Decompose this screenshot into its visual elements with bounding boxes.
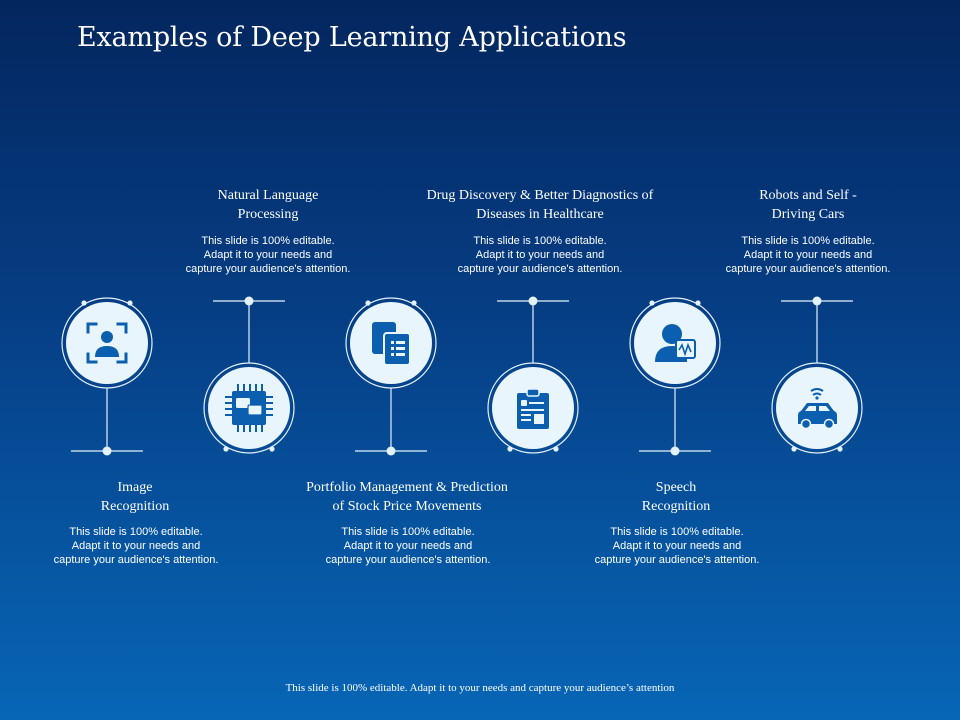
drug-discovery-description: This slide is 100% editable. Adapt it to…	[440, 234, 640, 276]
documents-icon	[372, 322, 411, 366]
drug-discovery-heading-line1: Drug Discovery & Better Diagnostics of	[426, 188, 654, 203]
face-scan-icon	[86, 322, 128, 364]
image-recognition-heading-line1: Image	[117, 480, 153, 495]
nlp-description: This slide is 100% editable. Adapt it to…	[168, 234, 368, 276]
clipboard-icon	[517, 388, 549, 429]
connector-image-recognition	[71, 388, 143, 452]
smart-car-icon	[798, 388, 837, 430]
connector-dots	[102, 296, 822, 456]
speech-heading-line1: Speech	[655, 480, 697, 495]
image-recognition-description-line2: Adapt it to your needs and	[71, 540, 201, 552]
portfolio-heading-line2: of Stock Price Movements	[332, 499, 482, 514]
robots-heading-line2: Driving Cars	[771, 207, 845, 222]
robots-description-line3: capture your audience's attention.	[725, 263, 891, 275]
speech-description-line1: This slide is 100% editable.	[610, 526, 744, 538]
circle-nlp	[203, 362, 295, 454]
drug-discovery-description-line2: Adapt it to your needs and	[475, 249, 605, 261]
image-recognition-heading-line2: Recognition	[100, 499, 170, 514]
portfolio-description: This slide is 100% editable. Adapt it to…	[308, 525, 508, 567]
image-recognition-heading: Image Recognition	[35, 478, 235, 516]
connector-portfolio	[355, 388, 427, 452]
speech-description-line3: capture your audience's attention.	[594, 554, 760, 566]
drug-discovery-description-line3: capture your audience's attention.	[457, 263, 623, 275]
portfolio-description-line2: Adapt it to your needs and	[343, 540, 473, 552]
connector-nlp	[213, 300, 285, 363]
slide-title: Examples of Deep Learning Applications	[77, 22, 627, 53]
nlp-heading: Natural Language Processing	[168, 186, 368, 224]
drug-discovery-heading-line2: Diseases in Healthcare	[476, 207, 604, 222]
robots-heading-line1: Robots and Self -	[759, 188, 857, 203]
image-recognition-description-line1: This slide is 100% editable.	[69, 526, 203, 538]
speech-heading-line2: Recognition	[641, 499, 711, 514]
connector-robots	[781, 300, 853, 363]
robots-description-line2: Adapt it to your needs and	[743, 249, 873, 261]
connector-drug-discovery	[497, 300, 569, 363]
image-recognition-description: This slide is 100% editable. Adapt it to…	[36, 525, 236, 567]
nlp-heading-line2: Processing	[237, 207, 299, 222]
connector-speech	[639, 388, 711, 452]
speech-description-line2: Adapt it to your needs and	[612, 540, 742, 552]
circle-speech	[629, 297, 721, 389]
image-recognition-description-line3: capture your audience's attention.	[53, 554, 219, 566]
slide-footer: This slide is 100% editable. Adapt it to…	[285, 682, 675, 694]
portfolio-heading-line1: Portfolio Management & Prediction	[306, 480, 508, 495]
portfolio-description-line3: capture your audience's attention.	[325, 554, 491, 566]
circle-image-recognition	[61, 297, 153, 389]
nlp-description-line3: capture your audience's attention.	[185, 263, 351, 275]
portfolio-description-line1: This slide is 100% editable.	[341, 526, 475, 538]
robots-heading: Robots and Self - Driving Cars	[708, 186, 908, 224]
circle-portfolio	[345, 297, 437, 389]
chip-chat-icon	[225, 384, 273, 432]
speech-description: This slide is 100% editable. Adapt it to…	[577, 525, 777, 567]
circle-robots	[771, 362, 863, 454]
speech-person-icon	[655, 324, 696, 362]
speech-heading: Speech Recognition	[576, 478, 776, 516]
robots-description-line1: This slide is 100% editable.	[741, 235, 875, 247]
drug-discovery-description-line1: This slide is 100% editable.	[473, 235, 607, 247]
robots-description: This slide is 100% editable. Adapt it to…	[708, 234, 908, 276]
drug-discovery-heading: Drug Discovery & Better Diagnostics of D…	[390, 186, 690, 224]
nlp-heading-line1: Natural Language	[217, 188, 319, 203]
portfolio-heading: Portfolio Management & Prediction of Sto…	[262, 478, 552, 516]
circle-drug-discovery	[487, 362, 579, 454]
nlp-description-line2: Adapt it to your needs and	[203, 249, 333, 261]
nlp-description-line1: This slide is 100% editable.	[201, 235, 335, 247]
